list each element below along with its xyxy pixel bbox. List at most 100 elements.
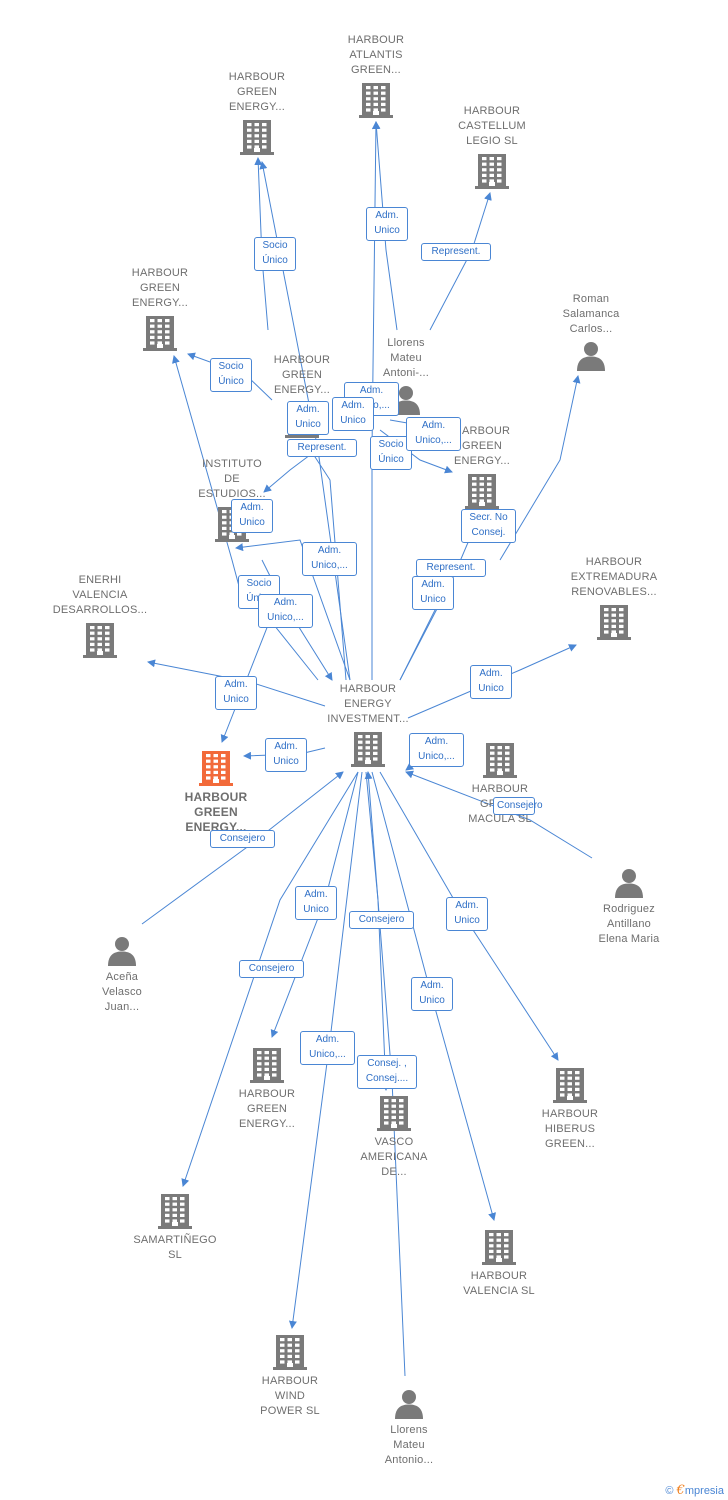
node-label: ENERHI VALENCIA DESARROLLOS... bbox=[52, 574, 148, 616]
company-node-castellum[interactable]: HARBOUR CASTELLUM LEGIO SL bbox=[432, 104, 552, 189]
relation-label: Consejero bbox=[493, 797, 543, 815]
node-label: VASCO AMERICANA DE... bbox=[360, 1136, 428, 1178]
node-label: HARBOUR GREEN ENERGY... bbox=[453, 425, 511, 467]
relation-label: Adm. Unico,... bbox=[302, 542, 357, 576]
node-label: INSTITUTO DE ESTUDIOS... bbox=[198, 458, 266, 500]
relation-label: Consej. , Consej.... bbox=[357, 1055, 417, 1089]
relation-label: Socio Único bbox=[254, 237, 296, 271]
company-node-focus[interactable]: HARBOUR GREEN ENERGY... bbox=[156, 750, 276, 835]
copyright-footer: © €mpresia bbox=[665, 1483, 724, 1498]
relation-edge bbox=[405, 770, 593, 859]
node-label: Roman Salamanca Carlos... bbox=[562, 293, 620, 335]
relation-label: Adm. Unico bbox=[446, 897, 488, 931]
building-icon bbox=[83, 623, 117, 658]
relation-label: Adm. Unico bbox=[412, 576, 454, 610]
relation-edge bbox=[172, 355, 241, 591]
building-icon bbox=[553, 1068, 587, 1103]
relation-label: Secr. No Consej. bbox=[461, 509, 516, 543]
company-node-vasco[interactable]: VASCO AMERICANA DE... bbox=[334, 1095, 454, 1180]
node-label: Llorens Mateu Antoni-... bbox=[382, 337, 430, 379]
node-label: HARBOUR GREEN ENERGY... bbox=[184, 790, 248, 834]
node-label: Llorens Mateu Antonio... bbox=[384, 1424, 434, 1466]
company-node-enerhi[interactable]: ENERHI VALENCIA DESARROLLOS... bbox=[40, 573, 160, 658]
relation-edge bbox=[365, 771, 390, 1091]
relation-edge bbox=[372, 121, 398, 331]
company-node-extremadura[interactable]: HARBOUR EXTREMADURA RENOVABLES... bbox=[554, 555, 674, 640]
relation-label: Adm. Unico bbox=[470, 665, 512, 699]
node-label: HARBOUR GREEN ENERGY... bbox=[273, 354, 331, 396]
relation-edge bbox=[235, 539, 351, 681]
company-node-samartinego[interactable]: SAMARTIÑEGO SL bbox=[115, 1193, 235, 1263]
relation-label: Adm. Unico bbox=[366, 207, 408, 241]
company-node-green-right[interactable]: HARBOUR GREEN ENERGY... bbox=[422, 424, 542, 509]
building-icon bbox=[158, 1194, 192, 1229]
relation-label: Adm. Unico,... bbox=[300, 1031, 355, 1065]
relation-label: Represent. bbox=[287, 439, 357, 457]
building-icon bbox=[273, 1335, 307, 1370]
person-icon bbox=[395, 1390, 423, 1419]
relation-label: Adm. Unico,... bbox=[406, 417, 461, 451]
empresia-logo-text: mpresia bbox=[684, 1485, 724, 1497]
node-label: Rodriguez Antillano Elena Maria bbox=[598, 903, 660, 945]
relation-label: Represent. bbox=[421, 243, 491, 261]
person-icon bbox=[577, 342, 605, 371]
relation-label: Consejero bbox=[210, 830, 275, 848]
node-label: HARBOUR VALENCIA SL bbox=[463, 1270, 535, 1297]
relation-edge bbox=[499, 375, 581, 561]
relation-label: Adm. Unico bbox=[265, 738, 307, 772]
node-label: HARBOUR GREEN ENERGY... bbox=[131, 267, 189, 309]
empresia-logo-initial: € bbox=[676, 1483, 685, 1498]
relation-edge bbox=[429, 192, 492, 331]
relation-edge bbox=[407, 644, 577, 719]
node-label: SAMARTIÑEGO SL bbox=[133, 1234, 217, 1261]
relation-label: Socio Único bbox=[210, 358, 252, 392]
relation-label: Socio Único bbox=[370, 436, 412, 470]
company-node-hiberus[interactable]: HARBOUR HIBERUS GREEN... bbox=[510, 1067, 630, 1152]
relation-label: Consejero bbox=[239, 960, 304, 978]
building-icon bbox=[199, 751, 233, 786]
building-icon bbox=[359, 83, 393, 118]
company-node-green-top[interactable]: HARBOUR GREEN ENERGY... bbox=[197, 70, 317, 155]
relation-label: Adm. Unico bbox=[295, 886, 337, 920]
person-icon bbox=[392, 386, 420, 415]
person-node-llorens-top[interactable]: Llorens Mateu Antoni-... bbox=[346, 336, 466, 415]
company-node-valencia[interactable]: HARBOUR VALENCIA SL bbox=[439, 1229, 559, 1299]
relation-label: Adm. Unico bbox=[332, 397, 374, 431]
company-node-hub[interactable]: HARBOUR ENERGY INVESTMENT... bbox=[308, 682, 428, 767]
relation-label: Adm. Unico bbox=[411, 977, 453, 1011]
person-node-acena[interactable]: Aceña Velasco Juan... bbox=[62, 936, 182, 1015]
node-label: HARBOUR CASTELLUM LEGIO SL bbox=[458, 105, 526, 147]
building-icon bbox=[597, 605, 631, 640]
building-icon bbox=[377, 1096, 411, 1131]
node-label: Aceña Velasco Juan... bbox=[102, 971, 142, 1013]
person-node-llorens-bottom[interactable]: Llorens Mateu Antonio... bbox=[349, 1389, 469, 1468]
node-label: HARBOUR EXTREMADURA RENOVABLES... bbox=[570, 556, 658, 598]
node-label: HARBOUR ATLANTIS GREEN... bbox=[347, 34, 405, 76]
node-label: HARBOUR HIBERUS GREEN... bbox=[541, 1108, 599, 1150]
company-node-wind[interactable]: HARBOUR WIND POWER SL bbox=[230, 1334, 350, 1419]
building-icon bbox=[250, 1048, 284, 1083]
building-icon bbox=[482, 1230, 516, 1265]
person-node-roman[interactable]: Roman Salamanca Carlos... bbox=[531, 292, 651, 371]
relation-edge bbox=[181, 771, 359, 1187]
node-label: HARBOUR GREEN ENERGY... bbox=[228, 71, 286, 113]
person-node-rodriguez[interactable]: Rodriguez Antillano Elena Maria bbox=[569, 868, 689, 947]
relation-label: Adm. Unico bbox=[287, 401, 329, 435]
building-icon bbox=[465, 474, 499, 509]
person-icon bbox=[615, 869, 643, 898]
node-label: HARBOUR WIND POWER SL bbox=[260, 1375, 320, 1417]
building-icon bbox=[240, 120, 274, 155]
person-icon bbox=[108, 937, 136, 966]
relation-label: Adm. Unico bbox=[231, 499, 273, 533]
company-node-instituto[interactable]: INSTITUTO DE ESTUDIOS... bbox=[172, 457, 292, 542]
building-icon bbox=[483, 743, 517, 778]
company-node-atlantis[interactable]: HARBOUR ATLANTIS GREEN... bbox=[316, 33, 436, 118]
building-icon bbox=[143, 316, 177, 351]
copyright-symbol: © bbox=[665, 1485, 674, 1497]
building-icon bbox=[475, 154, 509, 189]
relation-label: Consejero bbox=[349, 911, 414, 929]
company-node-green-left[interactable]: HARBOUR GREEN ENERGY... bbox=[100, 266, 220, 351]
company-node-green-bottom[interactable]: HARBOUR GREEN ENERGY... bbox=[207, 1047, 327, 1132]
building-icon bbox=[351, 732, 385, 767]
relation-label: Adm. Unico bbox=[215, 676, 257, 710]
